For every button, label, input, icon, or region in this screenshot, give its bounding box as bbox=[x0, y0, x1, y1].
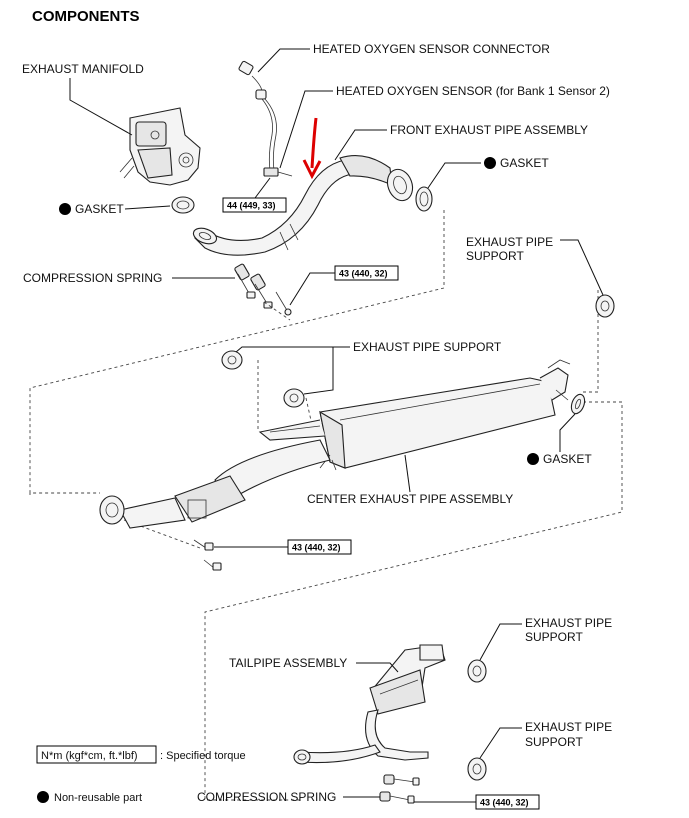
svg-text:43 (440, 32): 43 (440, 32) bbox=[339, 269, 388, 279]
gasket-top-right-part bbox=[415, 186, 433, 212]
center-pipe-bolts bbox=[193, 539, 222, 571]
non-reusable-legend-icon bbox=[37, 791, 49, 803]
non-reusable-mark-gasket-top bbox=[484, 157, 496, 169]
label-exhaust-pipe-support-low2-2: SUPPORT bbox=[525, 735, 583, 749]
label-compression-spring-bottom: COMPRESSION SPRING bbox=[197, 790, 336, 804]
compression-springs-top bbox=[234, 263, 273, 309]
label-exhaust-pipe-support-right-1: EXHAUST PIPE bbox=[466, 235, 553, 249]
svg-text:: Specified torque: : Specified torque bbox=[160, 750, 246, 762]
torque-box-center-pipe: 43 (440, 32) bbox=[287, 539, 352, 555]
svg-text:43 (440, 32): 43 (440, 32) bbox=[292, 543, 341, 553]
torque-box-tailpipe: 43 (440, 32) bbox=[475, 794, 540, 810]
front-pipe-bolt bbox=[275, 291, 289, 313]
label-exhaust-pipe-support-mid: EXHAUST PIPE SUPPORT bbox=[353, 340, 502, 354]
label-gasket-mid: GASKET bbox=[543, 452, 592, 466]
gasket-left-part bbox=[171, 196, 195, 214]
label-heated-oxygen-sensor-connector: HEATED OXYGEN SENSOR CONNECTOR bbox=[313, 42, 550, 56]
exhaust-pipe-support-low-1 bbox=[467, 659, 487, 683]
gasket-mid-part bbox=[570, 393, 586, 415]
svg-text:44 (449, 33): 44 (449, 33) bbox=[227, 201, 276, 211]
label-gasket-top-right: GASKET bbox=[500, 156, 549, 170]
label-exhaust-pipe-support-low1-1: EXHAUST PIPE bbox=[525, 616, 612, 630]
label-front-exhaust-pipe-assembly: FRONT EXHAUST PIPE ASSEMBLY bbox=[390, 123, 588, 137]
non-reusable-mark-gasket-mid bbox=[527, 453, 539, 465]
svg-text:43 (440, 32): 43 (440, 32) bbox=[480, 798, 529, 808]
center-exhaust-pipe-assembly bbox=[99, 359, 571, 529]
torque-box-sensor: 44 (449, 33) bbox=[222, 197, 287, 213]
exhaust-manifold bbox=[119, 107, 201, 186]
exhaust-pipe-support-mid-2 bbox=[283, 388, 305, 408]
non-reusable-mark-gasket-left bbox=[59, 203, 71, 215]
exhaust-pipe-support-right-top bbox=[595, 294, 615, 318]
heated-oxygen-sensor bbox=[238, 60, 293, 177]
label-heated-oxygen-sensor: HEATED OXYGEN SENSOR (for Bank 1 Sensor … bbox=[336, 84, 610, 98]
svg-text:Non-reusable part: Non-reusable part bbox=[54, 792, 142, 804]
red-arrow-head-icon bbox=[302, 159, 322, 180]
label-compression-spring-top: COMPRESSION SPRING bbox=[23, 271, 162, 285]
label-exhaust-manifold: EXHAUST MANIFOLD bbox=[22, 62, 144, 76]
label-exhaust-pipe-support-low2-1: EXHAUST PIPE bbox=[525, 720, 612, 734]
svg-text:N*m (kgf*cm, ft.*lbf): N*m (kgf*cm, ft.*lbf) bbox=[41, 750, 138, 762]
label-center-exhaust-pipe-assembly: CENTER EXHAUST PIPE ASSEMBLY bbox=[307, 492, 513, 506]
legend-torque: N*m (kgf*cm, ft.*lbf) : Specified torque bbox=[36, 745, 246, 764]
torque-box-front-pipe: 43 (440, 32) bbox=[334, 265, 399, 281]
label-exhaust-pipe-support-right-2: SUPPORT bbox=[466, 249, 524, 263]
compression-springs-bottom bbox=[379, 774, 420, 804]
red-annotation-arrow bbox=[310, 117, 318, 169]
exhaust-pipe-support-low-2 bbox=[467, 757, 487, 781]
label-gasket-left: GASKET bbox=[75, 202, 124, 216]
tailpipe-assembly bbox=[293, 644, 446, 765]
label-tailpipe-assembly: TAILPIPE ASSEMBLY bbox=[229, 656, 347, 670]
front-exhaust-pipe-assembly bbox=[192, 155, 414, 256]
legend-non-reusable: Non-reusable part bbox=[37, 791, 142, 804]
label-exhaust-pipe-support-low1-2: SUPPORT bbox=[525, 630, 583, 644]
exhaust-pipe-support-mid-1 bbox=[221, 350, 243, 370]
page-title: COMPONENTS bbox=[32, 8, 140, 25]
